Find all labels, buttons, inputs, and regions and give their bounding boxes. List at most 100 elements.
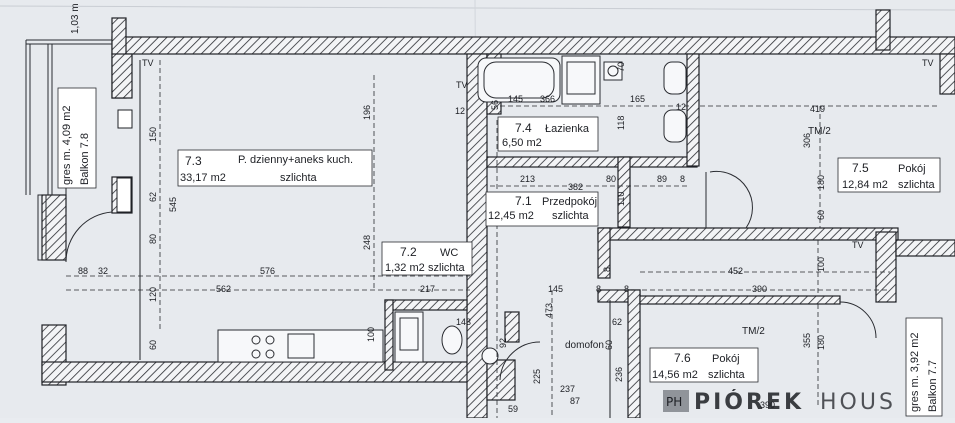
- dimension-label: 1,03 m: [70, 3, 81, 34]
- tv-socket-label: TV: [922, 58, 934, 68]
- dimension-label: 8: [602, 267, 612, 272]
- dimension-label: 248: [362, 235, 372, 250]
- room-label-box: [485, 191, 599, 227]
- room-label-box: [497, 116, 599, 152]
- room-label-box: [837, 157, 941, 193]
- dimension-label: 180: [816, 335, 826, 350]
- dimension-label: 120: [148, 287, 158, 302]
- intercom-label: domofon: [565, 340, 604, 351]
- room-area: 6,50 m2: [502, 137, 542, 149]
- dimension-label: 452: [728, 266, 743, 276]
- room-number: 7.6: [674, 351, 691, 365]
- dimension-label: 225: [532, 369, 542, 384]
- room-number: 7.3: [185, 154, 202, 168]
- dimension-label: 59: [508, 404, 518, 414]
- dimension-label: 576: [260, 266, 275, 276]
- dimension-label: 562: [216, 284, 231, 294]
- watermark-suffix: HOUS: [820, 390, 896, 415]
- dimension-label: 12: [455, 106, 465, 116]
- dimension-label: 145: [548, 284, 563, 294]
- dimension-label: 180: [816, 175, 826, 190]
- dimension-label: 100: [816, 257, 826, 272]
- watermark-text: PIÓREK: [694, 389, 804, 415]
- tm-label: TM/2: [808, 126, 831, 137]
- room-area: 14,56 m2: [652, 369, 698, 381]
- room-number: 7.2: [400, 245, 417, 259]
- room-finish: szlichta: [552, 210, 590, 222]
- dimension-label: 473: [544, 303, 554, 318]
- room-finish: szlichta: [708, 369, 746, 381]
- dimension-label: 92: [498, 338, 508, 348]
- dimension-label: 80: [606, 174, 616, 184]
- tv-socket-label: TV: [852, 240, 864, 250]
- dimension-label: 237: [560, 384, 575, 394]
- dimension-label: 12: [676, 102, 686, 112]
- dimension-label: 56: [490, 100, 500, 110]
- dimension-lines: [66, 60, 940, 418]
- tv-socket-label: TV: [456, 80, 468, 90]
- balcony-name: Balkon 7.7: [927, 360, 939, 412]
- dimension-label: 62: [148, 192, 158, 202]
- dimension-label: 87: [570, 396, 580, 406]
- dimension-label: 8: [680, 174, 685, 184]
- room-number: 7.1: [515, 194, 532, 208]
- dimension-label: 145: [508, 94, 523, 104]
- watermark-badge: PH: [666, 395, 682, 409]
- dimension-label: 217: [420, 284, 435, 294]
- room-area: 12,84 m2: [842, 179, 888, 191]
- dimension-label: 306: [802, 133, 812, 148]
- room-name: Pokój: [898, 163, 926, 175]
- dimension-label: 62: [612, 317, 622, 327]
- dimension-label: 419: [810, 104, 825, 114]
- room-number: 7.5: [852, 161, 869, 175]
- room-finish: szlichta: [898, 179, 936, 191]
- room-finish: szlichta: [428, 262, 466, 274]
- dimension-label: 88: [78, 266, 88, 276]
- balcony-label-box: [57, 87, 97, 189]
- dimension-label: 236: [614, 367, 624, 382]
- dimension-label: 60: [604, 340, 614, 350]
- room-label-box: [177, 149, 373, 187]
- dimension-label: 60: [148, 340, 158, 350]
- dimension-label: 196: [362, 105, 372, 120]
- tm-label: TM/2: [742, 326, 765, 337]
- dimension-label: 89: [657, 174, 667, 184]
- dimension-label: 355: [802, 333, 812, 348]
- balcony-area: gres m. 3,92 m2: [909, 333, 921, 412]
- room-label-box: [381, 241, 473, 276]
- dimension-label: 150: [148, 127, 158, 142]
- balcony-name: Balkon 7.8: [79, 133, 91, 185]
- room-label-box: [649, 347, 759, 383]
- room-name: Przedpokój: [542, 196, 597, 208]
- dimension-label: 110: [616, 192, 626, 206]
- dimension-label: 213: [520, 174, 535, 184]
- room-name: WC: [440, 247, 458, 259]
- dimension-label: 390: [752, 284, 767, 294]
- dimension-label: 390: [760, 400, 775, 410]
- dimension-label: 366: [540, 94, 555, 104]
- room-name: Pokój: [712, 353, 740, 365]
- room-finish: szlichta: [280, 172, 318, 184]
- room-area: 1,32 m2: [385, 262, 425, 274]
- balcony-railing: [25, 39, 112, 261]
- dimension-label: 165: [630, 94, 645, 104]
- balcony-area: gres m. 4,09 m2: [61, 106, 73, 185]
- dimension-label: 70: [616, 62, 626, 72]
- room-number: 7.4: [515, 121, 532, 135]
- room-name: Łazienka: [545, 123, 590, 135]
- tv-socket-label: TV: [142, 58, 154, 68]
- walls: [41, 9, 955, 419]
- dimension-label: 100: [366, 327, 376, 342]
- dimension-label: 545: [168, 197, 178, 212]
- dimension-label: 80: [148, 234, 158, 244]
- dimension-label: 8: [624, 284, 629, 294]
- dimension-label: 8: [596, 284, 601, 294]
- dimension-label: 118: [616, 116, 626, 130]
- room-name: P. dzienny+aneks kuch.: [238, 154, 353, 166]
- fixtures: [217, 55, 687, 365]
- door-swings: [65, 170, 877, 381]
- watermark: PH PIÓREK HOUS: [663, 389, 896, 415]
- dimension-label: 60: [816, 210, 826, 220]
- dimension-label: 32: [98, 266, 108, 276]
